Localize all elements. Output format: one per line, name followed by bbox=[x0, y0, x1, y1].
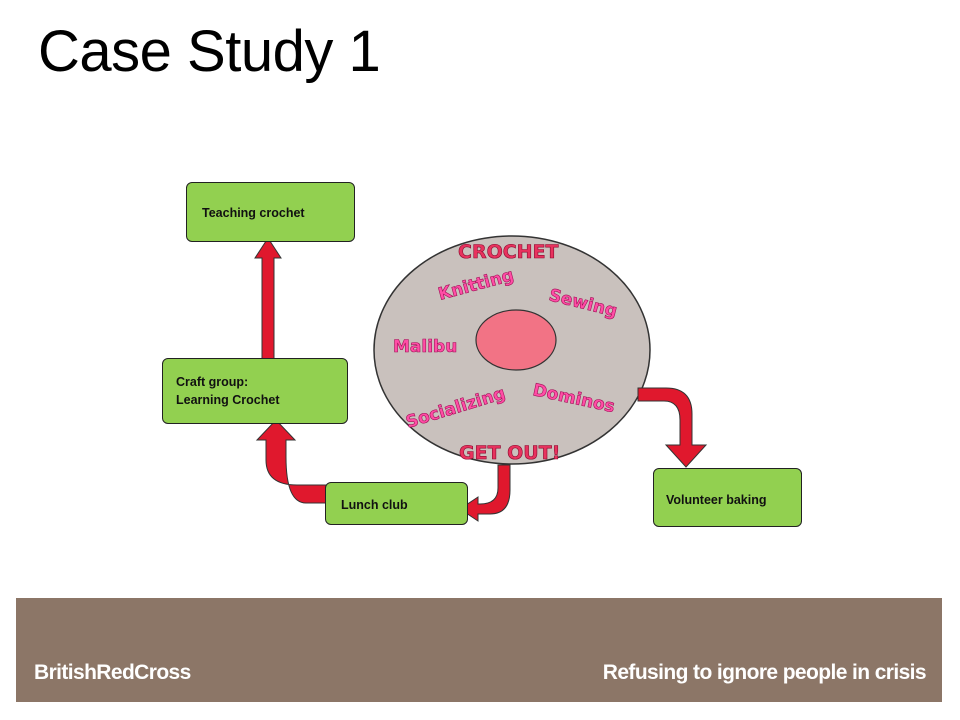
footer-slogan: Refusing to ignore people in crisis bbox=[602, 661, 927, 684]
node-lunch-label: Lunch club bbox=[341, 498, 408, 512]
node-lunch-club: Lunch club bbox=[325, 482, 468, 525]
center-circle bbox=[475, 309, 557, 371]
footer-band: BritishRedCross Refusing to ignore peopl… bbox=[16, 598, 942, 702]
node-teaching-crochet: Teaching crochet bbox=[186, 182, 355, 242]
brand-logo-text: BritishRedCross bbox=[34, 661, 191, 684]
arrow-to-volunteer bbox=[637, 387, 708, 468]
node-volunteer-label: Volunteer baking bbox=[666, 493, 767, 507]
arrow-to-lunch bbox=[459, 464, 511, 522]
slide-title: Case Study 1 bbox=[38, 19, 381, 84]
arrow-to-teaching bbox=[254, 237, 282, 361]
node-craft-label-line2: Learning Crochet bbox=[176, 393, 280, 408]
arrow-to-craft bbox=[255, 419, 328, 504]
node-teaching-label: Teaching crochet bbox=[202, 206, 305, 220]
node-craft-label-line1: Craft group: bbox=[176, 375, 249, 389]
diagram-canvas: CROCHET Knitting Sewing Malibu Dominos S… bbox=[254, 235, 708, 522]
word-malibu: Malibu bbox=[393, 337, 457, 357]
word-crochet: CROCHET bbox=[458, 241, 559, 263]
node-volunteer-baking: Volunteer baking bbox=[653, 468, 802, 527]
word-get-out: GET OUT! bbox=[459, 442, 560, 464]
node-craft-group: Craft group: Learning Crochet bbox=[162, 358, 348, 424]
